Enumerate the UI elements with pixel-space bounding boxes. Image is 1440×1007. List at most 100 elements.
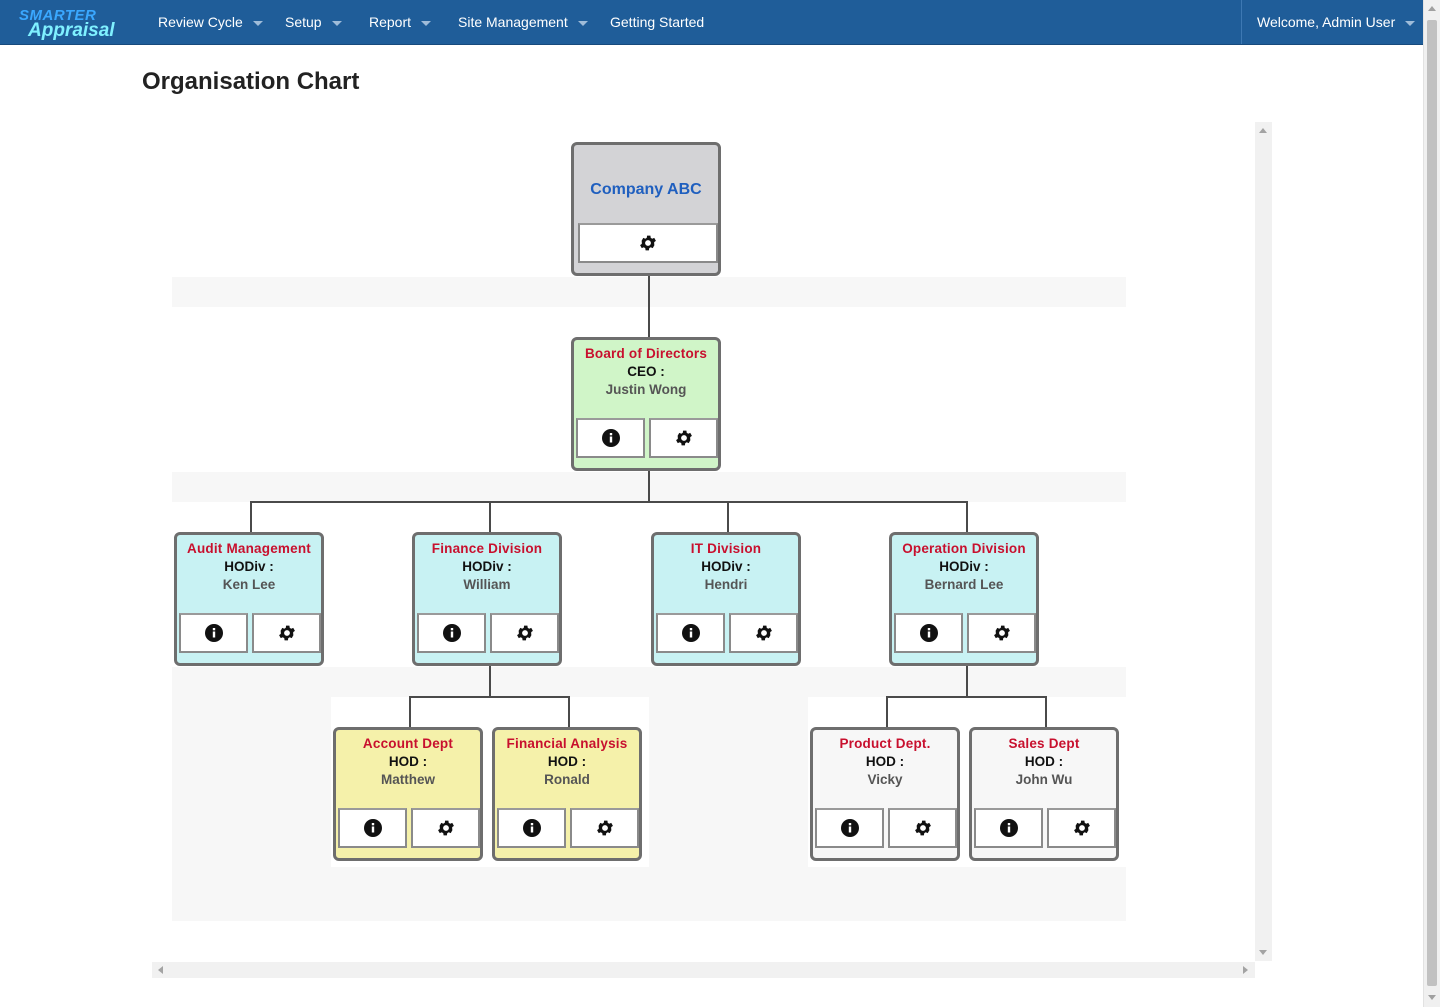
- nav-site-management[interactable]: Site Management: [458, 0, 588, 44]
- settings-button[interactable]: [729, 613, 798, 653]
- connector-line: [648, 470, 650, 502]
- chart-vertical-scrollbar[interactable]: [1255, 122, 1272, 961]
- node-person: William: [463, 577, 511, 592]
- connector-line: [489, 665, 491, 697]
- gear-icon: [913, 818, 933, 838]
- scroll-left-arrow-icon[interactable]: [158, 966, 163, 974]
- info-icon: [442, 623, 462, 643]
- scroll-down-arrow-icon[interactable]: [1259, 950, 1267, 955]
- info-button[interactable]: [656, 613, 725, 653]
- company-name: Company ABC: [590, 181, 702, 198]
- company-settings-button[interactable]: [578, 223, 718, 263]
- nav-report[interactable]: Report: [369, 0, 432, 44]
- gear-icon: [992, 623, 1012, 643]
- chevron-down-icon: [577, 20, 588, 26]
- node-role: HODiv :: [939, 559, 989, 574]
- connector-line: [966, 665, 968, 697]
- app-logo[interactable]: SMARTER Appraisal: [16, 6, 131, 41]
- info-button[interactable]: [815, 808, 884, 848]
- info-icon: [840, 818, 860, 838]
- chart-horizontal-scrollbar[interactable]: [152, 962, 1255, 978]
- user-menu[interactable]: Welcome, Admin User: [1257, 0, 1416, 44]
- settings-button[interactable]: [888, 808, 957, 848]
- node-role: HOD :: [547, 754, 587, 769]
- page-scrollbar[interactable]: [1423, 0, 1440, 1007]
- info-icon: [919, 623, 939, 643]
- gear-icon: [674, 428, 694, 448]
- node-dept-name: IT Division: [690, 541, 762, 556]
- gear-icon: [595, 818, 615, 838]
- nav-review-cycle[interactable]: Review Cycle: [158, 0, 263, 44]
- gear-icon: [515, 623, 535, 643]
- top-navbar: SMARTER Appraisal Review Cycle Setup Rep…: [0, 0, 1423, 45]
- node-person: Justin Wong: [605, 382, 687, 397]
- connector-line: [250, 501, 968, 503]
- scroll-up-arrow-icon[interactable]: [1428, 6, 1436, 11]
- node-person: Matthew: [381, 772, 435, 787]
- nav-review-cycle-label: Review Cycle: [158, 14, 243, 30]
- scroll-right-arrow-icon[interactable]: [1243, 966, 1248, 974]
- node-dept-name: Sales Dept: [1008, 736, 1080, 751]
- node-role: HODiv :: [224, 559, 274, 574]
- settings-button[interactable]: [649, 418, 718, 458]
- info-icon: [999, 818, 1019, 838]
- chevron-down-icon: [421, 20, 432, 26]
- org-node-division: IT Division HODiv : Hendri: [651, 532, 801, 666]
- node-role: HODiv :: [462, 559, 512, 574]
- chevron-down-icon: [252, 20, 263, 26]
- info-icon: [601, 428, 621, 448]
- info-button[interactable]: [894, 613, 963, 653]
- chevron-down-icon: [1405, 20, 1416, 26]
- info-button[interactable]: [974, 808, 1043, 848]
- info-icon: [522, 818, 542, 838]
- settings-button[interactable]: [411, 808, 480, 848]
- connector-line: [409, 696, 570, 698]
- connector-line: [1045, 696, 1047, 729]
- settings-button[interactable]: [570, 808, 639, 848]
- info-button[interactable]: [417, 613, 486, 653]
- node-dept-name: Operation Division: [902, 541, 1026, 556]
- nav-getting-started[interactable]: Getting Started: [610, 0, 704, 44]
- page-title: Organisation Chart: [142, 68, 360, 95]
- settings-button[interactable]: [252, 613, 321, 653]
- org-node-division: Finance Division HODiv : William: [412, 532, 562, 666]
- nav-setup[interactable]: Setup: [285, 0, 342, 44]
- gear-icon: [277, 623, 297, 643]
- connector-line: [886, 696, 1047, 698]
- node-person: Vicky: [867, 772, 903, 787]
- org-node-department: Financial Analysis HOD : Ronald: [492, 727, 642, 861]
- info-button[interactable]: [179, 613, 248, 653]
- org-node-department: Sales Dept HOD : John Wu: [969, 727, 1119, 861]
- logo-text-bottom: Appraisal: [28, 20, 115, 41]
- connector-line: [568, 696, 570, 729]
- org-node-board: Board of Directors CEO : Justin Wong: [571, 337, 721, 471]
- settings-button[interactable]: [1047, 808, 1116, 848]
- info-button[interactable]: [576, 418, 645, 458]
- user-menu-label: Welcome, Admin User: [1257, 14, 1396, 30]
- settings-button[interactable]: [967, 613, 1036, 653]
- org-node-division: Audit Management HODiv : Ken Lee: [174, 532, 324, 666]
- nav-site-management-label: Site Management: [458, 14, 568, 30]
- gear-icon: [1072, 818, 1092, 838]
- node-role: HOD :: [865, 754, 905, 769]
- node-dept-name: Finance Division: [431, 541, 543, 556]
- node-person: John Wu: [1015, 772, 1073, 787]
- chevron-down-icon: [331, 20, 342, 26]
- node-dept-name: Financial Analysis: [506, 736, 628, 751]
- scroll-down-arrow-icon[interactable]: [1428, 995, 1436, 1000]
- info-button[interactable]: [338, 808, 407, 848]
- settings-button[interactable]: [490, 613, 559, 653]
- connector-line: [886, 696, 888, 729]
- info-icon: [363, 818, 383, 838]
- node-person: Ken Lee: [222, 577, 276, 592]
- node-dept-name: Account Dept: [362, 736, 454, 751]
- org-node-company: Company ABC: [571, 142, 721, 276]
- gear-icon: [436, 818, 456, 838]
- nav-setup-label: Setup: [285, 14, 322, 30]
- gear-icon: [754, 623, 774, 643]
- info-icon: [204, 623, 224, 643]
- info-button[interactable]: [497, 808, 566, 848]
- node-role: CEO :: [627, 364, 665, 379]
- scrollbar-thumb[interactable]: [1427, 20, 1437, 986]
- scroll-up-arrow-icon[interactable]: [1259, 128, 1267, 133]
